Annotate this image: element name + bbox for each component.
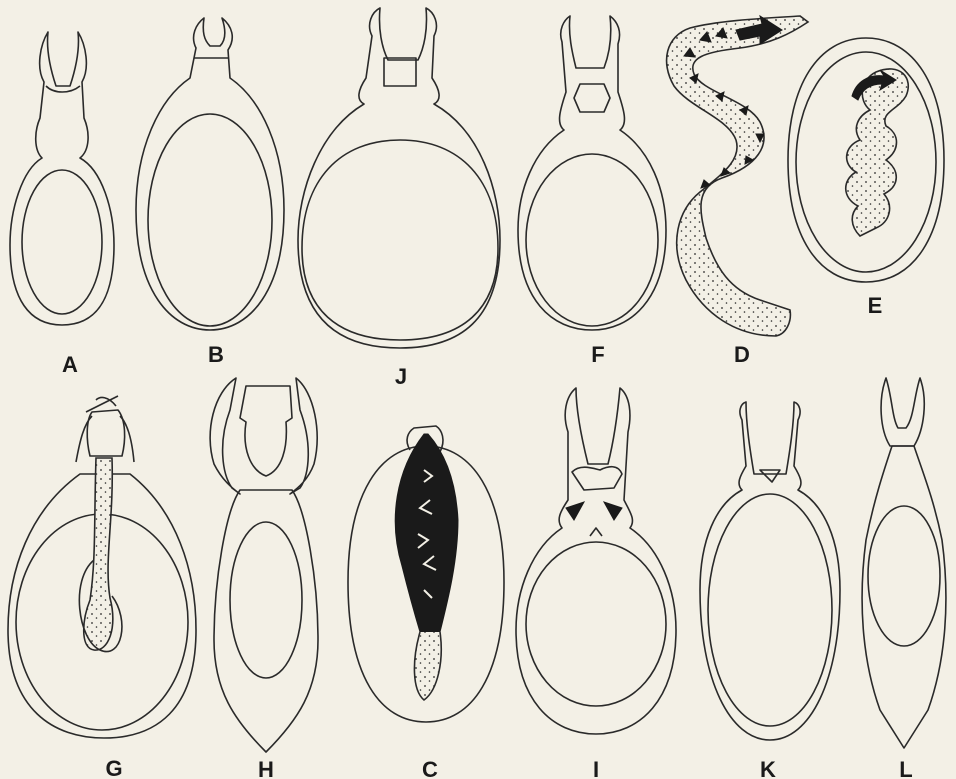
label-l: L [899,757,912,779]
label-d: D [734,342,750,367]
specimen-a [10,32,114,325]
label-a: A [62,352,78,377]
specimen-g [8,396,196,738]
label-h: H [258,757,274,779]
specimen-j [298,8,500,348]
label-g: G [105,756,122,779]
specimen-c [348,426,504,722]
label-b: B [208,342,224,367]
label-j: J [395,364,407,389]
label-k: K [760,757,776,779]
specimen-h [210,378,318,752]
specimen-d [667,16,808,336]
label-f: F [591,342,604,367]
specimen-f [518,16,666,330]
specimen-e [788,38,944,282]
label-c: C [422,757,438,779]
specimen-k [700,402,840,740]
label-e: E [868,293,883,318]
specimen-i [516,388,676,734]
specimen-l [862,378,946,748]
specimen-b [136,18,284,330]
label-i: I [593,757,599,779]
